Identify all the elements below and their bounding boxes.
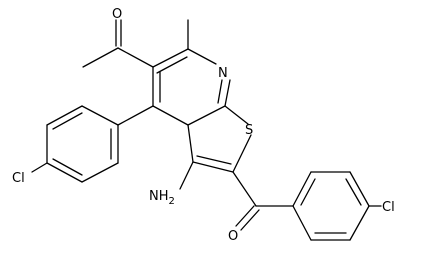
- bond: [345, 178, 362, 206]
- bond: [117, 105, 154, 126]
- bond: [187, 124, 194, 163]
- bond: [192, 161, 234, 173]
- bond: [349, 171, 370, 207]
- bond: [240, 209, 260, 231]
- atom-label-chlorine-right: Cl: [382, 200, 395, 215]
- bond: [187, 48, 217, 65]
- bond: [349, 205, 370, 241]
- bond: [300, 178, 316, 206]
- atom-label-sulfur: S: [245, 123, 253, 138]
- bond: [187, 105, 226, 126]
- bonds: [31, 19, 382, 241]
- bond: [232, 134, 252, 173]
- bond: [232, 171, 257, 207]
- bond: [152, 105, 189, 126]
- bond: [156, 56, 188, 74]
- bond: [81, 105, 119, 126]
- bond: [292, 205, 312, 241]
- bond: [217, 79, 223, 104]
- bond: [31, 162, 48, 173]
- bond: [152, 48, 189, 68]
- bond: [81, 162, 119, 183]
- amine-subscript: 2: [169, 196, 175, 207]
- bond: [179, 161, 194, 190]
- bond: [196, 155, 232, 165]
- bond: [292, 171, 312, 207]
- bond: [52, 158, 83, 176]
- bond: [82, 47, 119, 68]
- atom-label-oxygen-acetyl: O: [112, 7, 122, 22]
- atom-label-amine: NH2: [149, 189, 175, 207]
- bond: [224, 105, 249, 125]
- atom-label-nitrogen: N: [218, 66, 228, 81]
- bond: [52, 112, 83, 130]
- bond: [235, 205, 255, 227]
- atom-label-oxygen-ketone: O: [228, 229, 238, 244]
- atom-label-chlorine-left: Cl: [12, 171, 25, 186]
- bond: [224, 79, 231, 107]
- bond: [46, 162, 83, 183]
- atom-labels: O N S Cl NH2 O Cl: [12, 7, 395, 244]
- bond: [46, 105, 83, 126]
- amine-nh-text: NH: [149, 189, 169, 204]
- bond: [117, 47, 154, 68]
